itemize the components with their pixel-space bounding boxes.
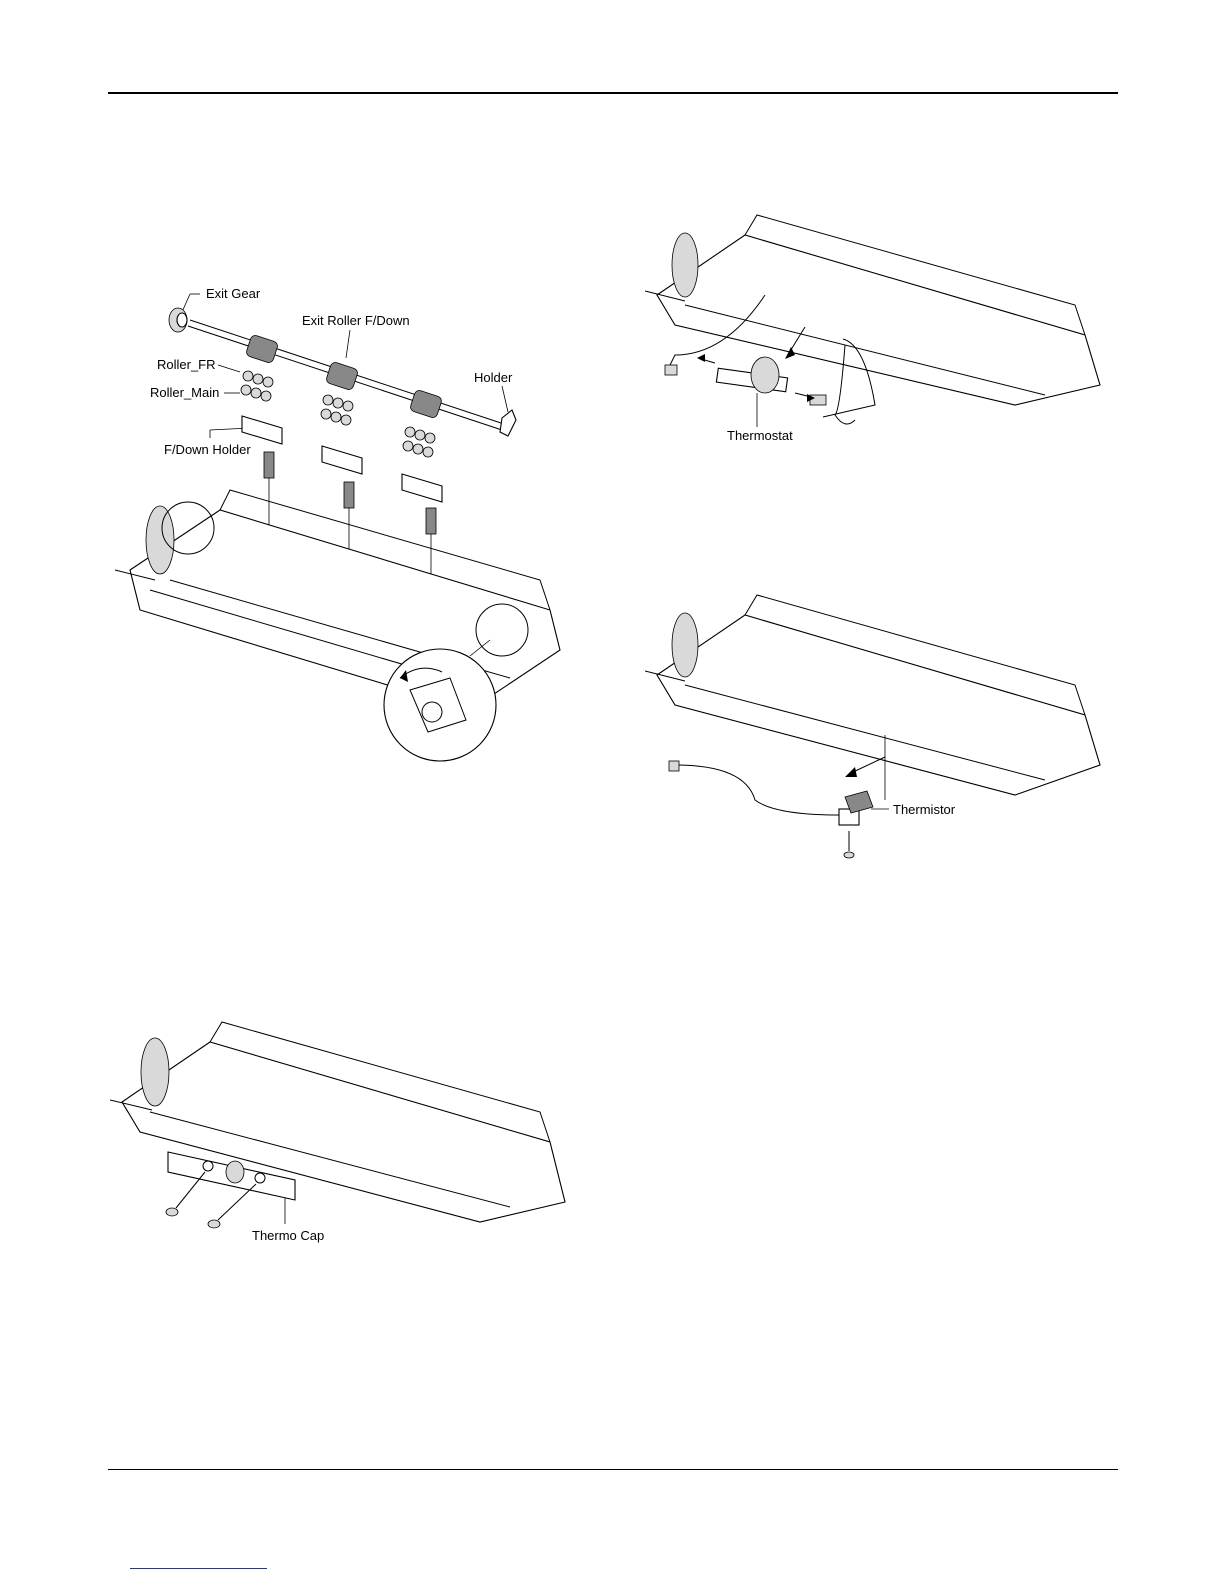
figure-thermistor-drawing: Thermistor bbox=[645, 585, 1120, 870]
fuser-frame-body bbox=[110, 1022, 565, 1222]
label-thermo-cap: Thermo Cap bbox=[252, 1228, 324, 1243]
fuser-frame-body bbox=[645, 215, 1100, 405]
label-exit-roller: Exit Roller F/Down bbox=[302, 313, 410, 328]
figure-exit-roller-exploded: Exit Gear Exit Roller F/Down Roller_FR R… bbox=[110, 280, 610, 770]
label-holder: Holder bbox=[474, 370, 513, 385]
label-roller-fr: Roller_FR bbox=[157, 357, 216, 372]
label-thermistor: Thermistor bbox=[893, 802, 956, 817]
exit-gear-part bbox=[169, 308, 187, 332]
label-fdown-holder: F/Down Holder bbox=[164, 442, 251, 457]
fuser-frame-body bbox=[645, 595, 1100, 795]
label-thermostat: Thermostat bbox=[727, 428, 793, 443]
header-rule bbox=[108, 92, 1118, 94]
footer-rule bbox=[108, 1469, 1118, 1470]
label-roller-main: Roller_Main bbox=[150, 385, 219, 400]
figure-thermo-cap-removal: Thermo Cap bbox=[110, 1012, 590, 1252]
footer-link-underline[interactable] bbox=[130, 1568, 267, 1569]
thermistor-part bbox=[669, 735, 885, 858]
figure-thermo-cap-drawing: Thermo Cap bbox=[110, 1012, 590, 1252]
fuser-frame-body bbox=[115, 490, 560, 710]
label-exit-gear: Exit Gear bbox=[206, 286, 261, 301]
figure-exit-roller-drawing: Exit Gear Exit Roller F/Down Roller_FR R… bbox=[110, 280, 610, 770]
exit-roller-part bbox=[188, 320, 516, 436]
figure-thermostat-removal: Thermostat bbox=[645, 205, 1120, 450]
figure-thermostat-drawing: Thermostat bbox=[645, 205, 1120, 450]
figure-thermistor-removal: Thermistor bbox=[645, 585, 1120, 870]
